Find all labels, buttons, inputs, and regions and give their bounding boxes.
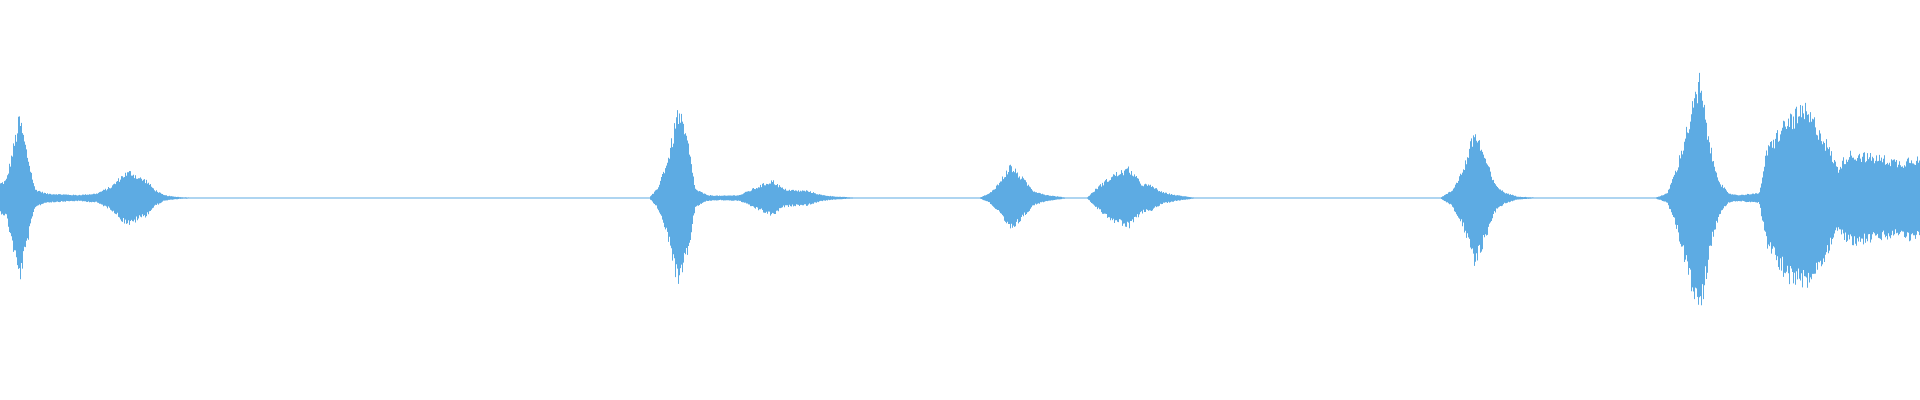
waveform-bars bbox=[0, 72, 1920, 306]
waveform-samples bbox=[0, 72, 1920, 306]
